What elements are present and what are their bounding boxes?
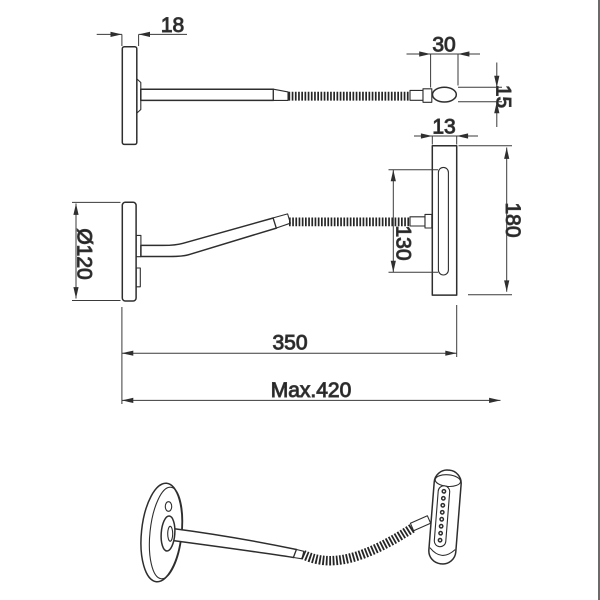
arm-ferrule-top [272, 88, 289, 101]
arm-top [140, 88, 275, 102]
dim-base-plate-thickness: 18 [96, 14, 187, 46]
arm-side [140, 217, 278, 258]
wall-plate-top [121, 45, 138, 146]
svg-text:130: 130 [392, 225, 415, 260]
svg-text:13: 13 [432, 116, 455, 139]
svg-text:Max.420: Max.420 [271, 379, 352, 402]
dim-arm-projection: 350 [121, 305, 458, 404]
dim-led-window-length: 130 [388, 169, 438, 273]
lamp-head-top [431, 86, 458, 103]
hub-core-3d [167, 525, 174, 542]
dim-head-height: 180 [458, 145, 525, 296]
svg-text:18: 18 [161, 14, 184, 37]
dim-head-length: 30 [406, 33, 480, 88]
wall-plate-side [121, 201, 137, 302]
led-window-slot [437, 166, 449, 276]
top-view [121, 45, 458, 146]
svg-text:15: 15 [492, 85, 515, 108]
dim-head-depth: 13 [414, 115, 478, 145]
led-window-3d [433, 485, 451, 548]
svg-text:Ø120: Ø120 [73, 228, 96, 279]
gooseneck-coil-3d [300, 524, 416, 566]
head-connector-3d [409, 515, 432, 532]
head-connector2-top [422, 88, 433, 103]
head-connector2-side [424, 213, 433, 229]
front-view [121, 144, 458, 302]
arm-3d [171, 527, 298, 559]
head-connector-top [409, 89, 424, 101]
dim-head-thickness: 15 [458, 62, 515, 127]
svg-text:350: 350 [272, 332, 307, 355]
dim-base-plate-diameter: Ø120 [72, 201, 121, 301]
led-dots [437, 488, 447, 543]
perspective-view [140, 469, 462, 583]
screw-hole [164, 501, 173, 512]
lamp-head-3d [428, 469, 462, 565]
dim-max-projection: Max.420 [121, 379, 501, 403]
arm-ferrule-side [272, 213, 291, 229]
svg-text:30: 30 [432, 34, 455, 57]
svg-text:180: 180 [501, 202, 524, 237]
